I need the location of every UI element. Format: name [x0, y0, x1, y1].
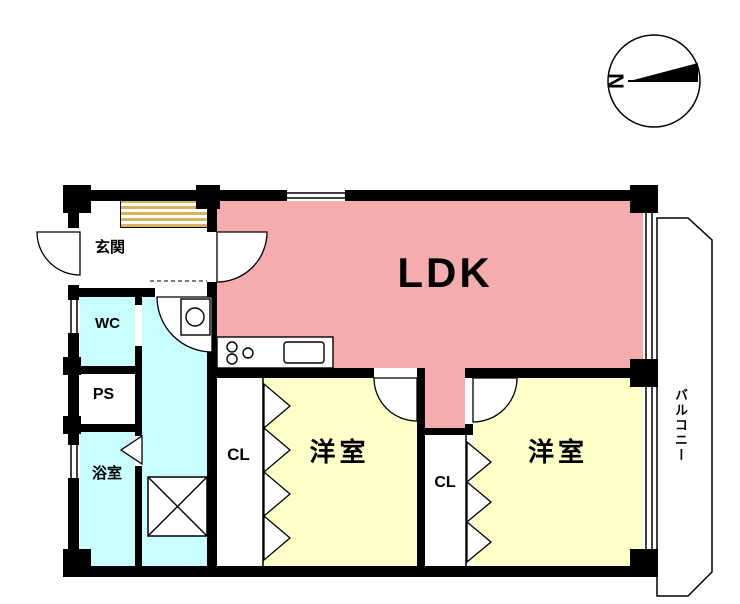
room-ps: [80, 374, 135, 424]
folding-door-icon: [466, 440, 493, 484]
wall-bath-corridor: [135, 466, 142, 566]
stove-burner-icon: [226, 353, 238, 365]
folding-doors: [119, 378, 493, 566]
wall-genkan-ldk: [207, 190, 217, 232]
folding-door-icon: [263, 382, 292, 430]
wall-top: [68, 190, 287, 201]
wall-wc-corridor: [135, 297, 142, 305]
north-arrow-icon: [630, 63, 698, 81]
wall-closet-top: [417, 428, 473, 435]
folding-door-icon: [466, 520, 493, 564]
genkan-label: 玄関: [94, 239, 125, 256]
bedroom-right-label: 洋室: [527, 437, 588, 467]
room-closet-left: [217, 378, 262, 566]
stove-burner-icon: [226, 341, 238, 353]
bath-door-icon: [119, 434, 143, 466]
ps-label: PS: [92, 386, 115, 403]
folding-door-icon: [466, 480, 493, 524]
folding-door-icon: [263, 426, 292, 474]
room-bath: [80, 432, 135, 566]
bedroom-left-label: 洋室: [309, 437, 370, 467]
wall-bottom: [68, 566, 657, 577]
room-closet-right: [425, 435, 465, 566]
washbasin-bowl-icon: [185, 307, 205, 327]
folding-door-icon: [263, 514, 292, 562]
wall-ldk-bedrooms: [465, 368, 643, 378]
wall-genkan-bottom: [68, 288, 155, 297]
wall-left: [68, 333, 79, 445]
shaft-cross-icon: [147, 476, 208, 537]
balcony-label: バルコニー: [673, 387, 688, 463]
wall-ldk-bedrooms: [207, 368, 374, 378]
door-arc-bedroom-right: [472, 377, 518, 423]
door-arc-bedroom-left: [373, 377, 418, 422]
door-arc-ldk: [216, 231, 268, 283]
folding-door-icon: [263, 470, 292, 518]
compass: N: [604, 34, 701, 128]
closet-left-label: CL: [227, 445, 250, 464]
wc-label: WC: [95, 315, 120, 332]
closet-right-label: CL: [434, 474, 456, 491]
wall-wc-ps: [68, 366, 142, 374]
wall-corridor-ldk: [207, 282, 217, 566]
door-arc-entrance: [36, 231, 81, 276]
walls: [63, 185, 658, 577]
wall-ps-bath: [68, 424, 142, 432]
kitchen-sink: [283, 341, 325, 364]
ldk-label: LDK: [397, 249, 493, 296]
bath-label: 浴室: [91, 465, 122, 482]
wall-left: [68, 478, 79, 566]
fixtures: [147, 280, 334, 537]
stove-burner-icon: [242, 347, 254, 359]
compass-north-label: N: [604, 73, 629, 89]
room-wc: [80, 297, 135, 366]
wall-bedroom-divider: [417, 368, 425, 566]
room-ldk-nook: [425, 368, 465, 428]
wall-left: [68, 190, 79, 228]
wall-wc-corridor: [135, 346, 142, 436]
wall-top: [345, 190, 657, 201]
windows: [70, 192, 653, 549]
balcony-outline: [656, 217, 713, 597]
